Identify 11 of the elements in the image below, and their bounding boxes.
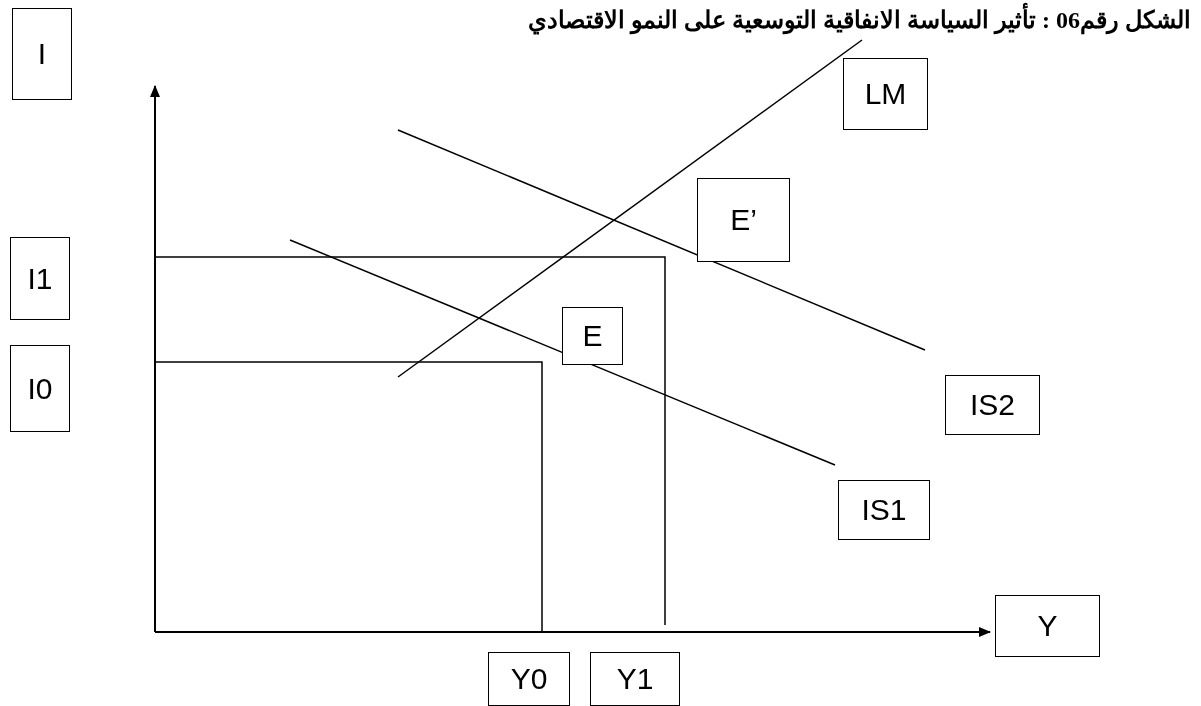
label-box: LM (843, 58, 928, 130)
label-box: E’ (697, 178, 790, 262)
label-box: Y (995, 595, 1100, 657)
label-box: I1 (10, 237, 70, 320)
label-box: E (562, 307, 623, 365)
label-box: I0 (10, 345, 70, 432)
label-box: Y0 (488, 652, 570, 706)
label-box: IS2 (945, 375, 1040, 435)
label-box: Y1 (590, 652, 680, 706)
label-box: I (12, 8, 72, 100)
label-box: IS1 (838, 480, 930, 540)
